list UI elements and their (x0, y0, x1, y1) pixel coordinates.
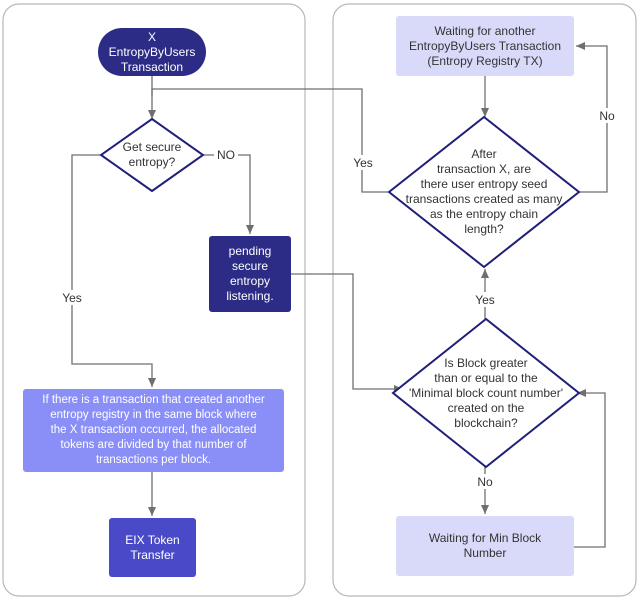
waiting-min-node: Waiting for Min Block Number (396, 516, 574, 576)
right-panel (332, 3, 637, 597)
edge-label-yes-loop: Yes (353, 156, 373, 170)
waiting-another-label: Waiting for another EntropyByUsers Trans… (408, 23, 562, 68)
connector-pending-to-is-block (291, 273, 403, 393)
connector-after-x-yes-loop (151, 88, 388, 193)
waiting-another-node: Waiting for another EntropyByUsers Trans… (396, 16, 574, 76)
pending-node: pending secure entropy listening. (209, 236, 291, 312)
edge-label-no-pending: NO (217, 148, 235, 162)
decision-get-secure-entropy (99, 117, 205, 193)
connector-no-to-pending (203, 154, 254, 234)
get-secure-entropy-text: Get secure entropy? (105, 135, 199, 175)
edge-label-yes-up: Yes (475, 293, 495, 307)
edge-label-no-down: No (477, 475, 493, 489)
is-block-text: Is Block greater than or equal to the 'M… (398, 353, 574, 433)
allocation-note-node: If there is a transaction that created a… (23, 389, 284, 472)
eix-transfer-label: EIX Token Transfer (125, 532, 180, 562)
connector-yes-to-allocation (71, 154, 156, 387)
edge-label-yes-left: Yes (62, 291, 82, 305)
is-block-label: Is Block greater than or equal to the 'M… (409, 355, 563, 430)
start-node-label: X EntropyByUsers Transaction (108, 29, 196, 74)
edge-label-no-loop: No (599, 109, 615, 123)
get-secure-entropy-label: Get secure entropy? (122, 140, 182, 169)
after-x-label: After transaction X, are there user entr… (405, 147, 563, 236)
after-x-text: After transaction X, are there user entr… (396, 144, 572, 240)
allocation-note-label: If there is a transaction that created a… (42, 394, 265, 466)
pending-node-label: pending secure entropy listening. (226, 244, 274, 303)
waiting-min-label: Waiting for Min Block Number (428, 531, 542, 560)
decision-is-block-greater (391, 317, 581, 469)
eix-transfer-node: EIX Token Transfer (109, 518, 196, 577)
decision-after-transaction-x (387, 115, 581, 269)
connector-waiting-min-loop (574, 389, 606, 548)
start-node: X EntropyByUsers Transaction (98, 28, 206, 76)
left-panel (2, 3, 306, 597)
